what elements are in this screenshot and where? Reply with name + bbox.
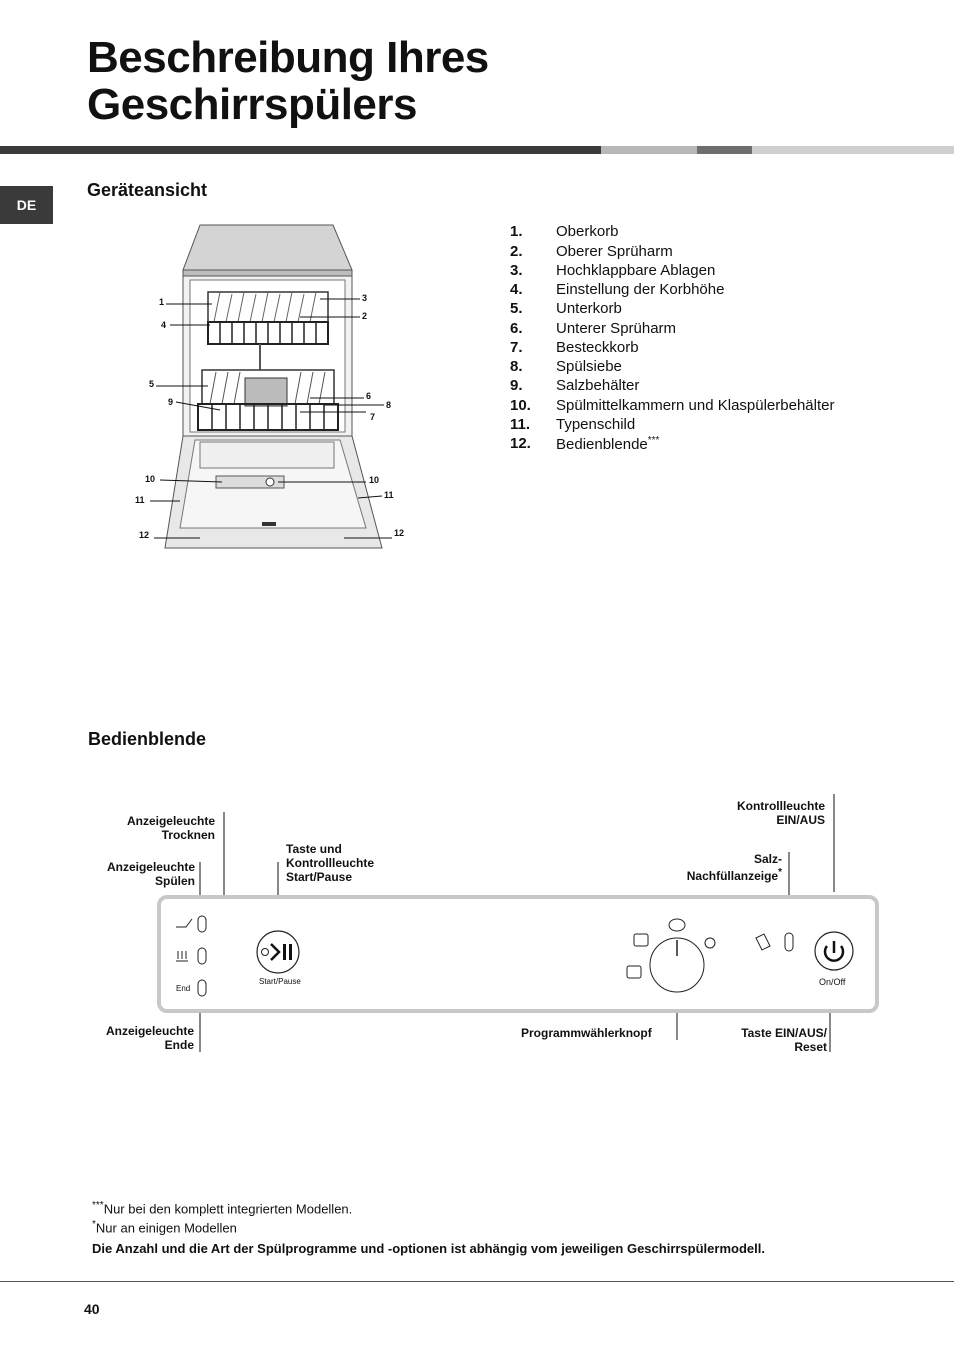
callout-5: 5 (149, 379, 155, 389)
control-panel-heading: Bedienblende (88, 729, 207, 749)
callout-1: 1 (159, 297, 165, 307)
device-view-heading: Geräteansicht (87, 180, 208, 200)
label-program-selector: Programmwählerknopf (521, 1026, 652, 1040)
page-title-line-2: Geschirrspülers (87, 80, 417, 129)
callout-6: 6 (366, 391, 372, 401)
callout-11-right: 11 (384, 490, 394, 500)
callout-3: 3 (362, 293, 368, 303)
callout-11-left: 11 (135, 495, 145, 505)
footer-rule (0, 1281, 954, 1282)
header-rule-mid (697, 146, 752, 154)
callout-10-left: 10 (145, 474, 156, 484)
page-title-line-1: Beschreibung Ihres (87, 33, 489, 82)
footnote-integrated: ***Nur bei den komplett integrierten Mod… (92, 1200, 353, 1217)
panel-on-off-text: On/Off (819, 977, 846, 987)
callout-2: 2 (362, 311, 368, 321)
language-badge: DE (0, 186, 53, 224)
footnote-some-models: *Nur an einigen Modellen (92, 1219, 237, 1236)
callout-7: 7 (370, 412, 376, 422)
dishwasher-illustration (150, 224, 392, 549)
callout-10-right: 10 (369, 475, 380, 485)
panel-start-pause-text: Start/Pause (259, 977, 301, 986)
callout-12-left: 12 (139, 530, 150, 540)
callout-4: 4 (161, 320, 167, 330)
callout-8: 8 (386, 400, 392, 410)
label-onoff-button: Taste EIN/AUS/Reset (741, 1026, 827, 1054)
header-rule-dark (0, 146, 601, 154)
control-panel-illustration (157, 794, 879, 1052)
page-title: Beschreibung Ihres Geschirrspülers (87, 34, 489, 128)
header-rule-pale (752, 146, 954, 154)
header-rule-light (601, 146, 697, 154)
panel-end-text: End (176, 984, 191, 993)
page-number: 40 (84, 1301, 100, 1317)
footnote-program-note: Die Anzahl und die Art der Spülprogramme… (92, 1241, 765, 1256)
callout-9: 9 (168, 397, 174, 407)
label-salt-indicator: Salz-Nachfüllanzeige* (686, 852, 782, 883)
callout-12-right: 12 (394, 528, 405, 538)
